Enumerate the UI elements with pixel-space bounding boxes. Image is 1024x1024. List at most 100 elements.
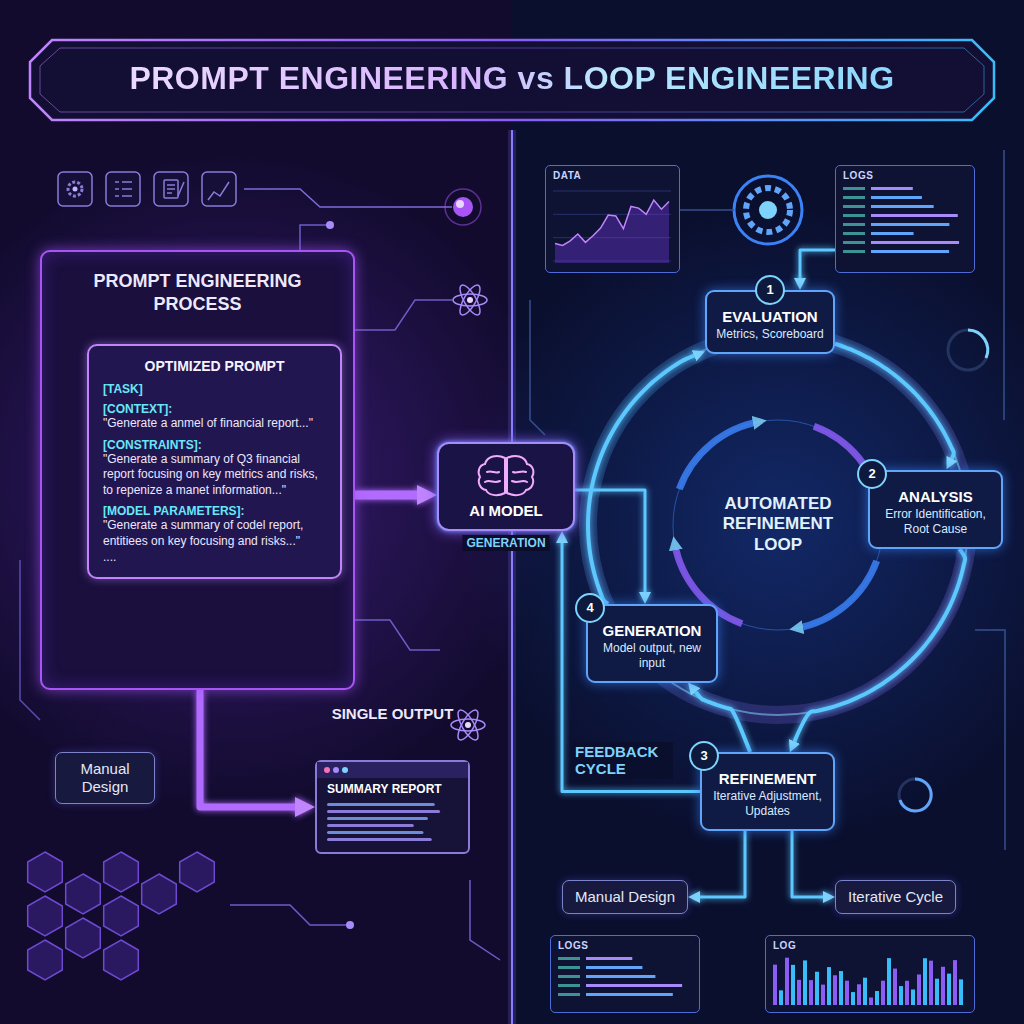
tool-icons — [58, 172, 92, 206]
circuit-lines — [470, 880, 500, 960]
logs-chart — [586, 993, 673, 996]
background — [512, 0, 1024, 1024]
loop-arrow — [588, 356, 694, 604]
area-chart — [555, 200, 669, 245]
logs-chart — [843, 196, 865, 199]
bars-chart — [809, 980, 813, 1005]
bars-chart — [773, 965, 777, 1005]
logs-chart — [871, 241, 959, 244]
bars-chart — [779, 990, 783, 1005]
bars-chart — [815, 972, 819, 1005]
logs-chart — [558, 984, 580, 987]
step-description: Error Identification, Root Cause — [875, 507, 996, 537]
logs-chart — [843, 232, 865, 235]
circuit-lines — [326, 221, 334, 229]
circuit-lines — [975, 630, 1005, 850]
hexagon-pattern — [28, 852, 63, 892]
document-lines — [327, 810, 440, 813]
logs-chart — [558, 957, 580, 960]
bars-chart — [881, 981, 885, 1005]
logs-chart — [586, 984, 682, 987]
logs-chart — [843, 185, 966, 265]
document-lines — [327, 803, 435, 806]
dial-icon — [900, 779, 931, 811]
area-chart — [553, 191, 671, 192]
loop-step-box: 4GENERATIONModel output, new input — [586, 604, 718, 683]
brain-icon — [479, 456, 505, 495]
logs-chart — [843, 187, 865, 190]
step-title: ANALYSIS — [875, 488, 996, 505]
connector-label: FEEDBACK CYCLE — [572, 742, 673, 779]
area-chart — [555, 200, 669, 263]
hexagon-pattern — [28, 896, 63, 936]
tool-icons — [202, 172, 236, 206]
hexagon-pattern — [66, 874, 101, 914]
logs-chart — [871, 214, 958, 217]
loop-arrow — [835, 344, 954, 459]
note-box: Iterative Cycle — [835, 880, 956, 914]
note-label: Iterative Cycle — [848, 888, 943, 906]
gear-icon — [680, 176, 802, 244]
brain-icon — [475, 452, 537, 498]
panel-title: LOGS — [558, 940, 692, 952]
bars-chart — [839, 971, 843, 1005]
note-label: Manual Design — [68, 760, 142, 796]
step-title: GENERATION — [593, 622, 711, 639]
model-label: AI MODEL — [445, 502, 567, 519]
document-toolbar — [324, 767, 330, 773]
dial-icon — [968, 330, 988, 358]
loop-step-box: 1EVALUATIONMetrics, Scoreboard — [705, 290, 835, 354]
bars-chart — [935, 979, 939, 1005]
logs-chart — [558, 975, 580, 978]
step-description: Metrics, Scoreboard — [712, 327, 828, 342]
prompt-heading: OPTIMIZED PROMPT — [103, 358, 326, 374]
logs-chart — [843, 205, 865, 208]
header-frame — [40, 48, 984, 112]
circuit-lines — [530, 300, 545, 435]
bars-chart — [917, 974, 921, 1005]
circuit-lines — [244, 189, 452, 207]
document-toolbar — [317, 762, 468, 778]
flow-arrow — [200, 690, 295, 807]
logs-chart — [871, 250, 949, 253]
bars-chart — [929, 961, 933, 1005]
logs-chart — [586, 975, 655, 978]
bars-chart — [869, 997, 873, 1005]
flow-arrow — [700, 831, 745, 897]
step-description: Iterative Adjustment, Updates — [707, 789, 828, 819]
logs-chart — [558, 993, 580, 996]
model-caption: GENERATION — [462, 535, 549, 551]
prompt-field-tag: [CONSTRAINTS]: — [103, 438, 326, 452]
document-toolbar — [333, 767, 339, 773]
bars-chart — [803, 960, 807, 1005]
atom-icon — [454, 707, 481, 742]
loop-ring — [679, 422, 760, 490]
atom-icon — [465, 722, 471, 728]
atom-icon — [454, 707, 481, 742]
bars-chart — [923, 958, 927, 1005]
circuit-lines — [300, 225, 330, 250]
hexagon-pattern — [104, 896, 139, 936]
atom-icon — [456, 282, 483, 317]
log-panel: LOG — [765, 935, 975, 1013]
divider-line — [511, 130, 513, 1024]
dial-icon — [948, 330, 988, 370]
brain-icon — [507, 456, 533, 495]
atom-icon — [456, 282, 483, 317]
hexagon-pattern — [104, 852, 139, 892]
bars-chart — [833, 975, 837, 1005]
bars-chart — [941, 967, 945, 1005]
flow-arrow — [792, 831, 823, 897]
circuit-lines — [355, 300, 452, 330]
loop-step-box: 3REFINEMENTIterative Adjustment, Updates — [700, 752, 835, 831]
logs-chart — [558, 966, 580, 969]
panel-heading: PROMPT ENGINEERING PROCESS — [78, 270, 318, 315]
callout-number: 2 — [857, 459, 887, 489]
dial-icon — [899, 779, 931, 811]
bars-chart — [791, 965, 795, 1005]
document-lines — [327, 824, 414, 827]
flow-arrow — [355, 491, 417, 500]
prompt-field-tag: [MODEL PARAMETERS]: — [103, 504, 326, 518]
